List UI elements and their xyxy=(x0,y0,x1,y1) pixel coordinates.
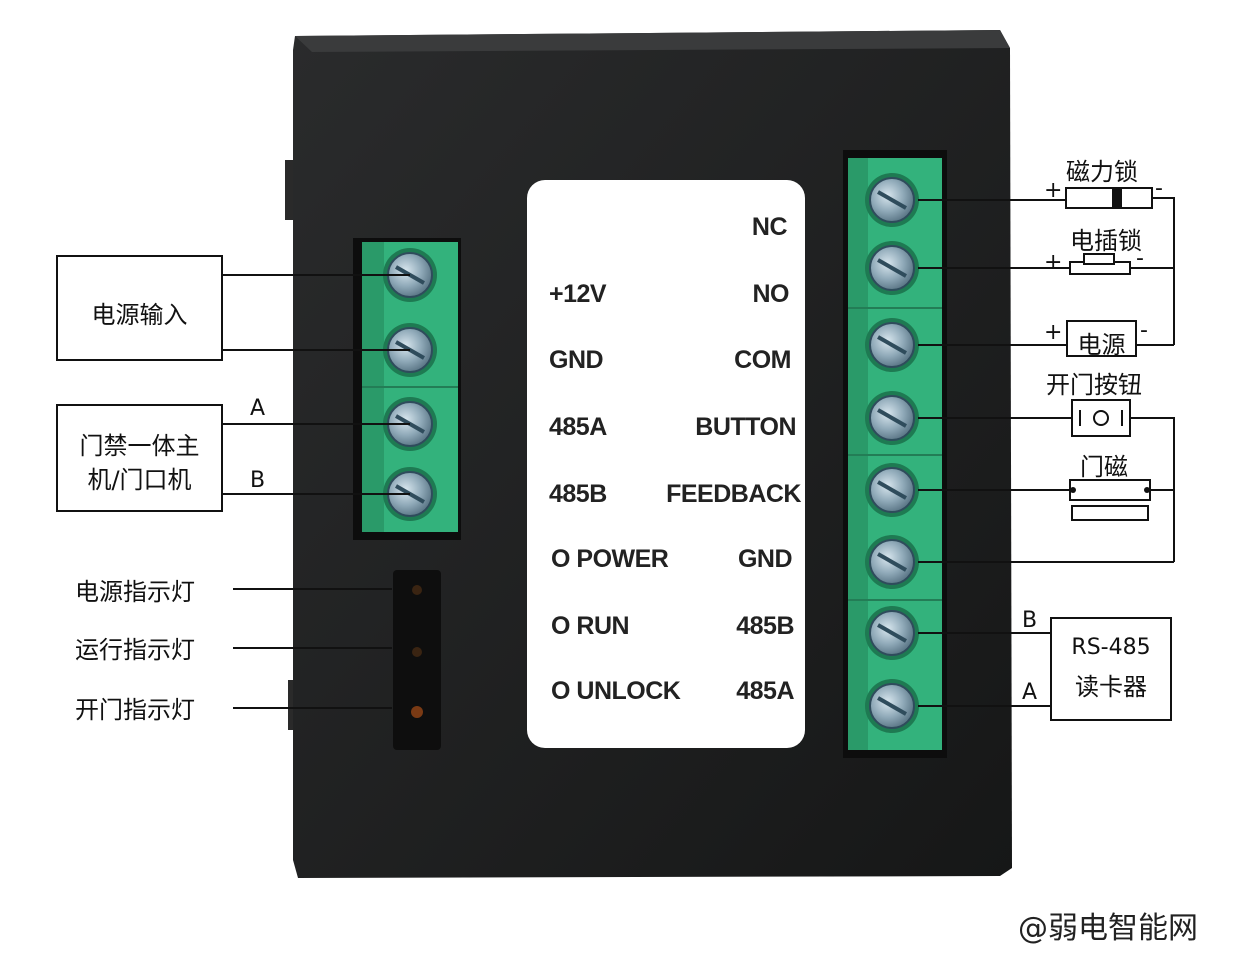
maglock-plus: + xyxy=(1044,178,1063,203)
door-host-label-line1: 门禁一体主 xyxy=(79,432,200,460)
rs485-reader-label-line1: RS-485 xyxy=(1071,635,1151,660)
maglock-symbol xyxy=(1065,187,1153,209)
right-terminal-screw-5 xyxy=(865,463,919,517)
rs485-reader-box: RS-485 读卡器 xyxy=(1050,617,1172,721)
exit-button-symbol xyxy=(1071,399,1131,437)
terminal-label-no: NO xyxy=(752,280,790,308)
terminal-label-485b-left: 485B xyxy=(549,480,607,508)
bolt-lock-plus: + xyxy=(1044,250,1063,275)
wire-label-a-right: A xyxy=(1022,680,1038,705)
terminal-label-gnd-right: GND xyxy=(737,545,793,573)
indicator-label-run: O RUN xyxy=(551,612,630,640)
right-terminal-screw-1 xyxy=(865,173,919,227)
led-unlock xyxy=(411,706,423,718)
power-supply-minus: - xyxy=(1140,318,1148,343)
rs485-reader-label-line2: 读卡器 xyxy=(1075,673,1147,701)
terminal-label-com: COM xyxy=(734,346,791,374)
led-power xyxy=(412,585,422,595)
power-supply-plus: + xyxy=(1044,320,1063,345)
terminal-label-12v: +12V xyxy=(549,280,607,308)
wire-label-b-right: B xyxy=(1022,608,1038,633)
door-host-box: 门禁一体主 机/门口机 xyxy=(56,404,223,512)
power-supply-box: 电源 xyxy=(1066,320,1137,359)
terminal-label-gnd-left: GND xyxy=(549,346,604,374)
terminal-label-485a-right: 485A xyxy=(736,677,794,705)
right-wiring xyxy=(918,197,1175,707)
maglock-minus: - xyxy=(1155,176,1163,201)
left-wiring xyxy=(222,274,410,709)
exit-button-label: 开门按钮 xyxy=(1046,371,1142,399)
label-plate xyxy=(527,180,805,748)
terminal-label-button: BUTTON xyxy=(695,413,796,441)
bolt-lock-symbol xyxy=(1069,253,1131,275)
right-terminal-screw-6 xyxy=(865,535,919,589)
power-input-label: 电源输入 xyxy=(91,301,188,329)
maglock-label: 磁力锁 xyxy=(1066,158,1138,186)
led-window xyxy=(393,570,441,750)
right-terminal-screw-4 xyxy=(865,391,919,445)
led-run-label: 运行指示灯 xyxy=(75,636,195,664)
right-terminal-screw-8 xyxy=(865,679,919,733)
right-terminal-screw-2 xyxy=(865,241,919,295)
door-host-label-line2: 机/门口机 xyxy=(87,466,192,494)
led-power-label: 电源指示灯 xyxy=(75,578,195,606)
power-input-box: 电源输入 xyxy=(56,255,223,361)
terminal-label-485a-left: 485A xyxy=(549,413,607,441)
bolt-lock-minus: - xyxy=(1136,246,1144,271)
right-terminal-screw-3 xyxy=(865,318,919,372)
watermark: @弱电智能网 xyxy=(1018,911,1198,946)
terminal-label-nc: NC xyxy=(751,213,788,241)
bolt-lock-label: 电插锁 xyxy=(1070,227,1142,255)
indicator-label-unlock: O UNLOCK xyxy=(551,677,681,705)
terminal-screws xyxy=(383,173,919,733)
wire-label-b-left: B xyxy=(250,468,266,493)
wire-label-a-left: A xyxy=(250,396,266,421)
terminal-label-485b-right: 485B xyxy=(736,612,794,640)
led-unlock-label: 开门指示灯 xyxy=(75,696,195,724)
terminal-label-feedback: FEEDBACK xyxy=(666,480,801,508)
power-supply-label: 电源 xyxy=(1077,331,1126,359)
door-sensor-label: 门磁 xyxy=(1080,453,1128,481)
right-terminal-screw-7 xyxy=(865,606,919,660)
led-run xyxy=(412,647,422,657)
door-sensor-symbol xyxy=(1069,479,1151,521)
indicator-label-power: O POWER xyxy=(551,545,669,573)
